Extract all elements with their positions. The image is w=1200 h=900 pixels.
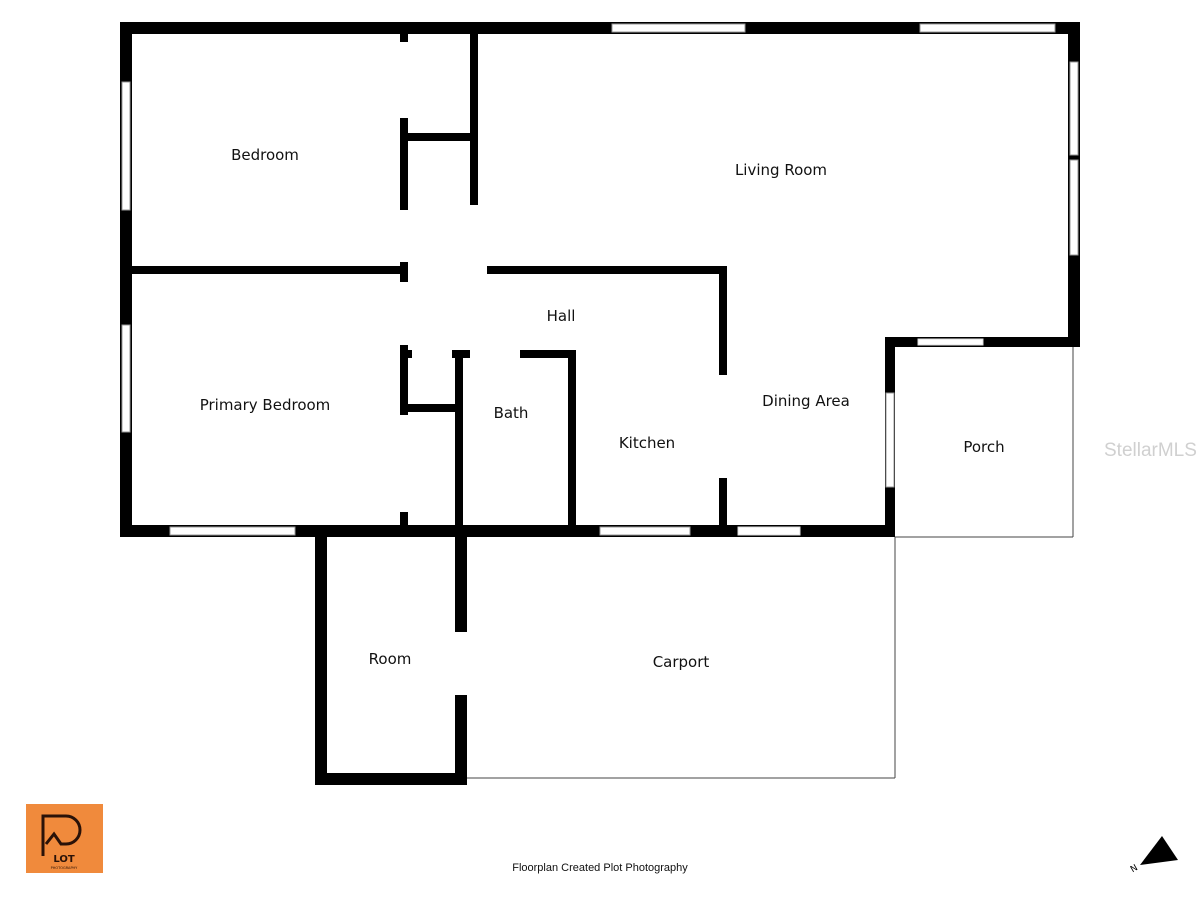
label-porch: Porch [963,438,1004,456]
label-carport: Carport [653,653,710,671]
outdoor-outlines [467,347,1074,779]
label-room: Room [369,650,412,668]
windows [121,23,1079,536]
label-bath: Bath [494,404,529,422]
logo-text: LOT [53,854,75,865]
label-primary-bedroom: Primary Bedroom [200,396,331,414]
label-bedroom: Bedroom [231,146,299,164]
label-dining-area: Dining Area [762,392,850,410]
watermark: StellarMLS [1104,440,1197,461]
label-living-room: Living Room [735,161,827,179]
logo-subtext: PHOTOGRAPHY [51,866,79,870]
room-labels: Bedroom Primary Bedroom Living Room Hall… [200,146,1005,671]
label-hall: Hall [547,307,576,325]
north-label: N [1129,863,1140,875]
plot-photography-logo: LOT PHOTOGRAPHY [26,804,103,873]
north-arrow-icon: N [1129,836,1178,875]
caption: Floorplan Created Plot Photography [512,862,688,874]
label-kitchen: Kitchen [619,434,675,452]
